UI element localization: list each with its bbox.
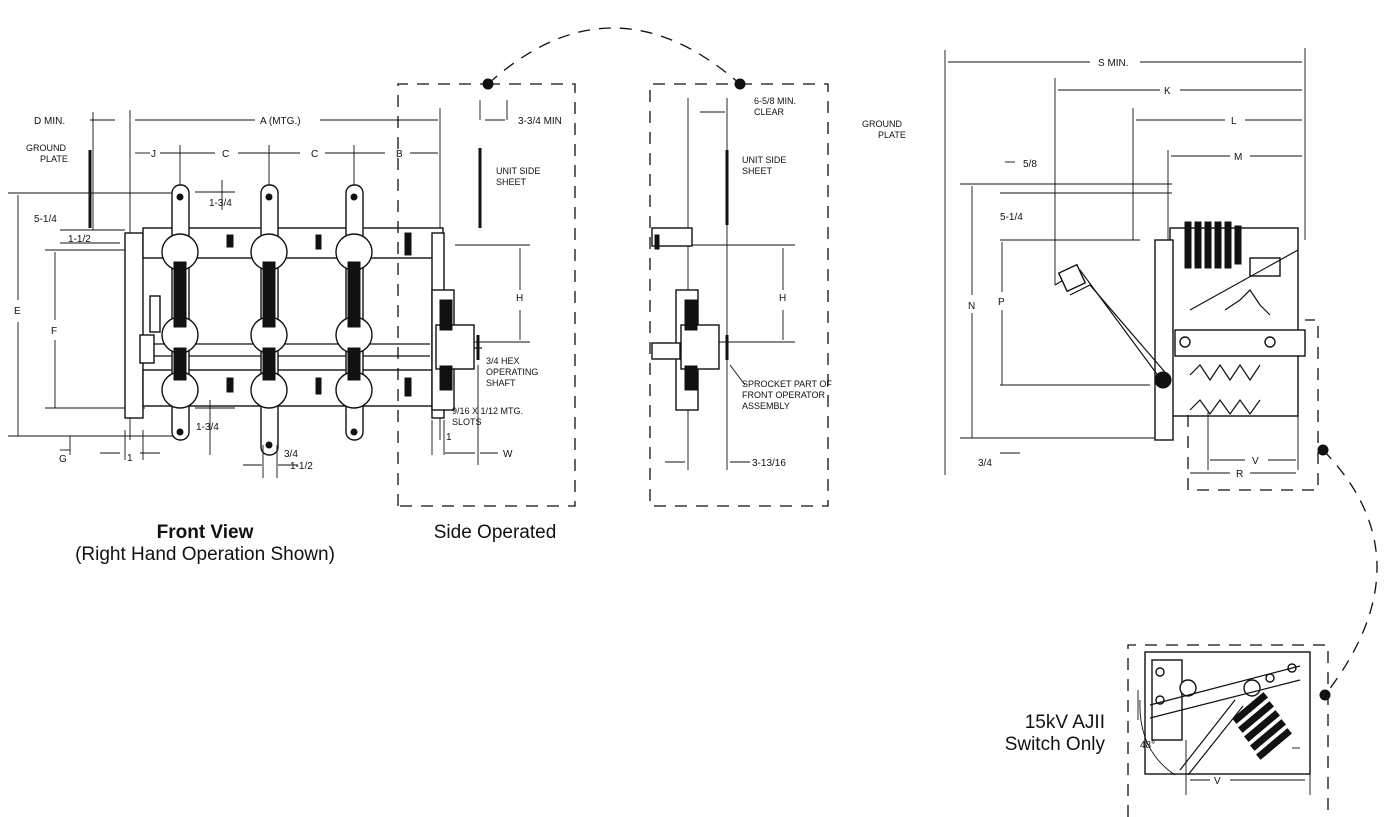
- dim-v-right: V: [1252, 456, 1259, 467]
- ajii-bellows: [1232, 692, 1292, 760]
- dim-b: B: [396, 149, 403, 160]
- ajii-caption: 15kV AJII Switch Only: [975, 712, 1105, 756]
- side-operated-title: Side Operated: [433, 522, 557, 543]
- dim-3-3-4-min: 3-3/4 MIN: [518, 116, 562, 127]
- unit-side-sheet-2: SHEET: [496, 177, 527, 187]
- pole-2: [250, 184, 288, 456]
- dim-1-side: 1: [446, 432, 452, 443]
- ajii-title: 15kV AJII: [1024, 712, 1105, 733]
- dim-v-ajii: V: [1214, 776, 1221, 787]
- pole-3: [335, 184, 373, 441]
- ground-plate-right-1: GROUND: [862, 119, 902, 129]
- side-view-labels: S MIN. K GROUND PLATE L M 5/8 5-1/4 N P …: [862, 58, 1259, 480]
- front-view-drawing: [8, 108, 445, 478]
- front-view-subtitle: (Right Hand Operation Shown): [75, 543, 335, 565]
- hex-shaft-3: SHAFT: [486, 378, 516, 388]
- clear-2: CLEAR: [754, 107, 785, 117]
- dim-c-2: C: [311, 149, 318, 160]
- dim-f: F: [51, 326, 57, 337]
- side-view-drawing: [944, 48, 1378, 696]
- dim-c-1: C: [222, 149, 229, 160]
- dim-a-mtg: A (MTG.): [260, 116, 301, 127]
- hex-shaft-1: 3/4 HEX: [486, 356, 520, 366]
- dim-1-3-4-top: 1-3/4: [209, 198, 232, 209]
- insulator-bellows: [1184, 221, 1242, 269]
- dim-1-3-4-bottom: 1-3/4: [196, 422, 219, 433]
- front-operated-drawing: [649, 78, 829, 507]
- ground-plate-right-2: PLATE: [878, 130, 906, 140]
- dim-h: H: [516, 293, 523, 304]
- ground-plate-label-2: PLATE: [40, 154, 68, 164]
- front-view-caption: Front View (Right Hand Operation Shown): [40, 522, 370, 566]
- hex-shaft-2: OPERATING: [486, 367, 538, 377]
- clear-1: 6-5/8 MIN.: [754, 96, 796, 106]
- sprocket-2: FRONT OPERATOR: [742, 390, 826, 400]
- front-operated-labels: 6-5/8 MIN. CLEAR UNIT SIDE SHEET H SPROC…: [742, 96, 832, 469]
- side-operated-caption: Side Operated: [405, 522, 585, 544]
- ajii-subtitle: Switch Only: [1004, 733, 1105, 755]
- dim-m: M: [1234, 152, 1242, 163]
- mtg-slots-1: 9/16 X 1/12 MTG.: [452, 406, 523, 416]
- dim-h-mid: H: [779, 293, 786, 304]
- sprocket-1: SPROCKET PART OF: [742, 379, 832, 389]
- side-operated-labels: 3-3/4 MIN UNIT SIDE SHEET H 3/4 HEX OPER…: [446, 116, 562, 460]
- pole-1: [161, 184, 199, 441]
- ajii-labels: 48° V: [1140, 740, 1221, 787]
- dim-k: K: [1164, 86, 1171, 97]
- dim-n: N: [968, 301, 975, 312]
- ground-plate-label-1: GROUND: [26, 143, 66, 153]
- dim-d-min: D MIN.: [34, 116, 65, 127]
- front-view-labels: D MIN. GROUND PLATE A (MTG.) J C C B 1-3…: [14, 116, 403, 472]
- mtg-slots-2: SLOTS: [452, 417, 482, 427]
- dim-3-4-right: 3/4: [978, 458, 992, 469]
- dim-1-1-2: 1-1/2: [68, 234, 91, 245]
- dim-1-1-2-bottom: 1-1/2: [290, 461, 313, 472]
- dim-p: P: [998, 297, 1005, 308]
- dim-j: J: [151, 149, 156, 160]
- dim-5-1-4-right: 5-1/4: [1000, 212, 1023, 223]
- unit-side-sheet-mid-2: SHEET: [742, 166, 773, 176]
- dim-3-4: 3/4: [284, 449, 298, 460]
- dim-5-8: 5/8: [1023, 159, 1037, 170]
- dim-e: E: [14, 306, 21, 317]
- dim-3-13-16: 3-13/16: [752, 458, 786, 469]
- dim-5-1-4: 5-1/4: [34, 214, 57, 225]
- dim-s-min: S MIN.: [1098, 58, 1129, 69]
- dim-l: L: [1231, 116, 1237, 127]
- dim-w: W: [503, 449, 513, 460]
- dim-g: G: [59, 454, 67, 465]
- sprocket-3: ASSEMBLY: [742, 401, 790, 411]
- unit-side-sheet-mid-1: UNIT SIDE: [742, 155, 786, 165]
- ajii-view-drawing: [1127, 644, 1331, 817]
- front-view-title: Front View: [156, 522, 254, 543]
- side-operated-drawing: [397, 27, 741, 507]
- unit-side-sheet-1: UNIT SIDE: [496, 166, 540, 176]
- dim-r: R: [1236, 469, 1243, 480]
- dim-1: 1: [127, 453, 133, 464]
- dim-angle-48: 48°: [1140, 740, 1155, 751]
